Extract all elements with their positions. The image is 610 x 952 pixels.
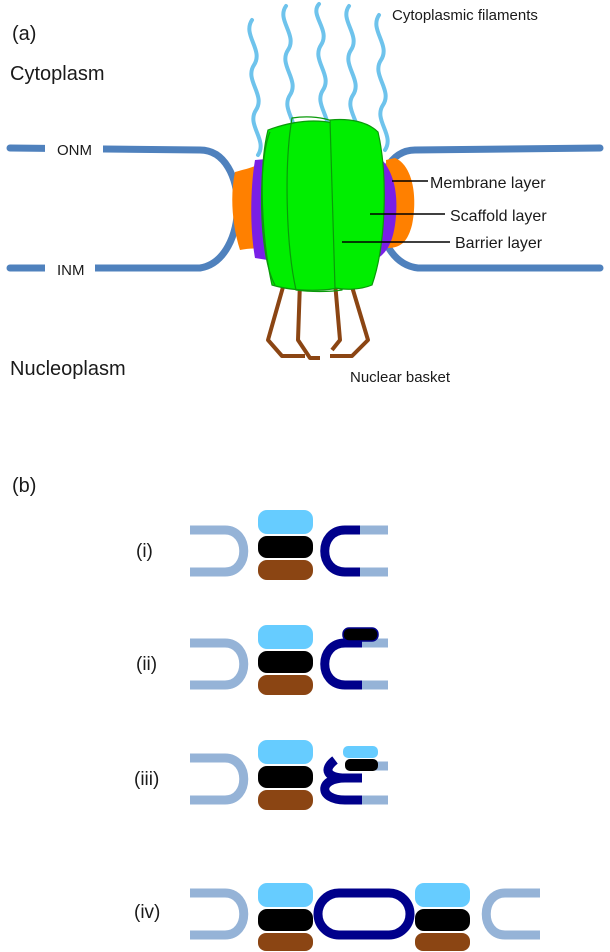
core-black [415, 909, 470, 931]
dark-loop [313, 888, 415, 940]
onm-left [6, 144, 241, 272]
stage-i: (i) [136, 510, 388, 580]
base-brown [258, 790, 313, 810]
base-brown [415, 933, 470, 951]
stage-ii: (ii) [136, 625, 388, 695]
cap-blue [258, 510, 313, 534]
basket-strand [330, 281, 342, 352]
cap-blue [415, 883, 470, 907]
inm-label: INM [57, 262, 85, 279]
panel-b-label: (b) [12, 475, 36, 497]
stage-iv: (iv) [134, 883, 540, 951]
filament [374, 13, 390, 152]
basket-strand [266, 279, 305, 358]
membrane-layer-label: Membrane layer [430, 175, 546, 192]
nuclear-basket-label: Nuclear basket [350, 369, 451, 386]
base-brown [258, 933, 313, 951]
cytoplasm-label: Cytoplasm [10, 63, 104, 85]
small-cap-blue [343, 746, 378, 758]
panel-b: (b) (i) (ii) (iii) [12, 475, 540, 951]
right-light-membrane [481, 888, 540, 940]
stage-label: (i) [136, 541, 153, 562]
stage-iii: (iii) [134, 740, 388, 810]
leader-lines [342, 180, 450, 243]
inm-label-bg [45, 260, 95, 278]
stage-label: (iv) [134, 902, 160, 923]
cap-blue [258, 740, 313, 764]
cap-blue [258, 883, 313, 907]
filament [247, 18, 263, 157]
filament [281, 4, 297, 142]
left-light-membrane [190, 753, 249, 805]
cytoplasmic-filaments-label: Cytoplasmic filaments [392, 7, 538, 24]
onm-label-bg [45, 140, 103, 158]
small-core-black [345, 759, 378, 771]
barrier-layer-label: Barrier layer [455, 235, 543, 252]
left-light-membrane [190, 638, 249, 690]
dark-hook-upper [323, 756, 346, 783]
dark-hook [320, 638, 362, 690]
base-brown [258, 560, 313, 580]
left-light-membrane [190, 525, 249, 577]
dark-hook [320, 525, 360, 577]
stage-label: (iii) [134, 769, 159, 790]
nuclear-basket [266, 279, 370, 360]
filament [314, 2, 330, 137]
barrier-layer [260, 116, 385, 293]
barrier-lobe [329, 118, 385, 290]
panel-a: (a) Cytoplasm Nucleoplasm Cytoplasmic fi… [6, 2, 604, 386]
barrier-lobe [260, 131, 276, 286]
stage-label: (ii) [136, 654, 157, 675]
left-light-membrane [190, 888, 249, 940]
base-brown [258, 675, 313, 695]
core-black [258, 766, 313, 788]
small-core-black [342, 627, 379, 642]
scaffold-layer-label: Scaffold layer [450, 208, 547, 225]
panel-a-label: (a) [12, 23, 36, 45]
core-black [258, 651, 313, 673]
basket-strand [330, 279, 370, 358]
nucleoplasm-label: Nucleoplasm [10, 358, 126, 380]
core-black [258, 909, 313, 931]
onm-label: ONM [57, 142, 92, 159]
cap-blue [258, 625, 313, 649]
core-black [258, 536, 313, 558]
basket-strand [296, 281, 320, 360]
cytoplasmic-filaments [247, 2, 390, 157]
filament [344, 4, 360, 142]
